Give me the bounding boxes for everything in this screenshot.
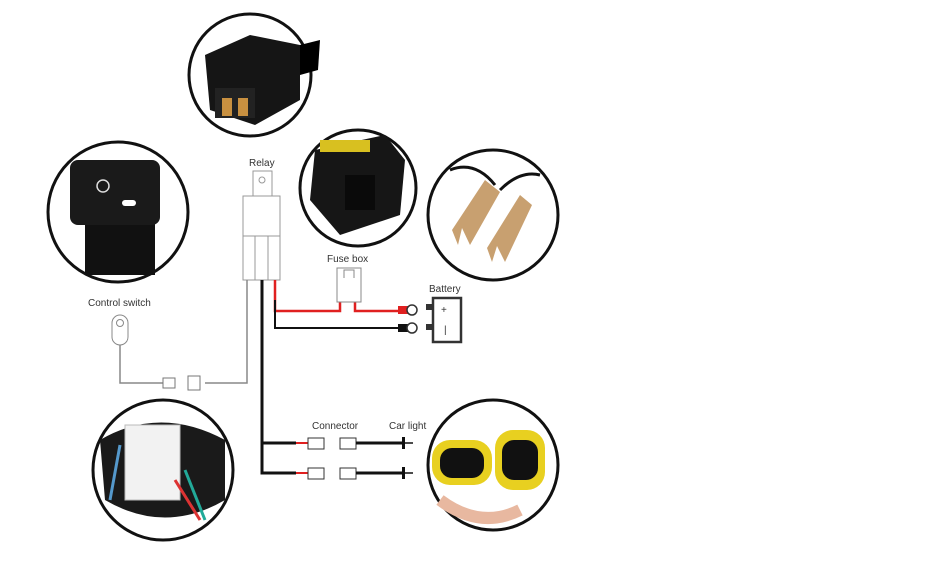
relay-symbol (242, 170, 281, 281)
connector-label: Connector (312, 421, 359, 432)
battery-symbol: + | (426, 296, 463, 344)
light-connectors (307, 437, 357, 480)
control-switch-label: Control switch (88, 298, 151, 309)
fuse-box-symbol (336, 267, 362, 303)
control-switch-symbol (111, 314, 129, 346)
ground-wire-battery (274, 300, 398, 329)
positive-wire (273, 280, 398, 313)
car-light-connectors-photo (426, 398, 560, 532)
battery-label: Battery (429, 284, 461, 295)
battery-plus: + (441, 305, 447, 316)
relay-photo (187, 12, 320, 138)
spade-terminals-photo (426, 148, 560, 282)
signal-wire (119, 280, 248, 384)
relay-socket-photo (91, 398, 235, 542)
battery-minus: | (444, 325, 447, 336)
fuse-box-photo (298, 128, 418, 248)
car-light-label: Car light (389, 421, 426, 432)
relay-label: Relay (249, 158, 275, 169)
switch-connector (162, 375, 201, 391)
fuse-box-label: Fuse box (327, 254, 368, 265)
light-ground-wire (260, 280, 296, 475)
control-switch-photo (46, 140, 190, 284)
